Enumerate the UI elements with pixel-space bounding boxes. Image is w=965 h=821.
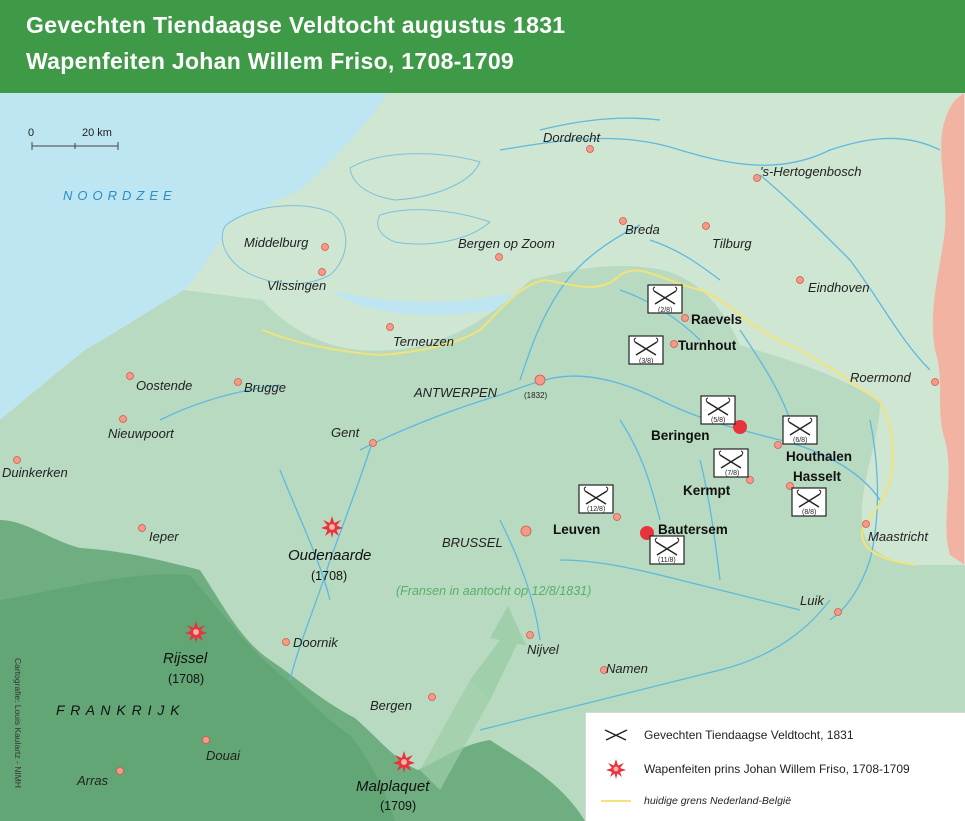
city-roermond: Roermond	[850, 370, 911, 385]
battle-kermpt: (7/8) Kermpt	[683, 448, 749, 498]
scale-distance: 20 km	[82, 127, 112, 139]
battle-turnhout: (3/8) Turnhout	[628, 335, 737, 365]
legend-row-friso: Wapenfeiten prins Johan Willem Friso, 17…	[600, 757, 910, 781]
advance-label: (Fransen in aantocht op 12/8/1831)	[396, 584, 591, 598]
battle-beringen: (5/8) Beringen	[651, 395, 736, 443]
city-dots	[13, 145, 939, 775]
battle-hasselt: (8/8) Hasselt	[791, 469, 842, 517]
sea-noordzee	[0, 93, 388, 420]
city-namen: Namen	[606, 661, 648, 676]
city-nijvel: Nijvel	[527, 642, 560, 657]
friso-malplaquet: Malplaquet (1709)	[356, 751, 430, 813]
battle-bautersem-date: (11/8)	[658, 557, 676, 564]
legend-row-border: huidige grens Nederland-België	[600, 789, 791, 813]
city-brugge: Brugge	[244, 380, 286, 395]
city-doornik: Doornik	[293, 635, 339, 650]
city-breda: Breda	[625, 222, 660, 237]
city-gent: Gent	[331, 425, 361, 440]
city-luik: Luik	[800, 593, 825, 608]
schouwen-island	[349, 153, 481, 201]
battle-leuven-name: Leuven	[553, 522, 600, 537]
battle-leuven: (12/8) Leuven	[553, 484, 614, 537]
city-duinkerken: Duinkerken	[2, 465, 68, 480]
battle-turnhout-name: Turnhout	[678, 338, 737, 353]
city-vlissingen: Vlissingen	[267, 278, 326, 293]
battle-raevels-name: Raevels	[691, 312, 742, 327]
legend-friso-text: Wapenfeiten prins Johan Willem Friso, 17…	[644, 762, 910, 776]
scale-bar: 0 20 km	[28, 127, 119, 150]
legend: Gevechten Tiendaagse Veldtocht, 1831 Wap…	[586, 713, 965, 821]
city-oostende: Oostende	[136, 378, 192, 393]
country-label-france: F R A N K R I J K	[56, 702, 181, 718]
battle-bautersem: (11/8) Bautersem	[649, 522, 728, 565]
cartography-credit: Cartografie: Louis Kaulartz - NIMH	[13, 658, 23, 788]
city-dordrecht: Dordrecht	[543, 130, 601, 145]
battle-kermpt-date: (7/8)	[725, 470, 739, 477]
city-terneuzen: Terneuzen	[393, 334, 454, 349]
friso-oudenaarde-name: Oudenaarde	[288, 547, 371, 564]
france-inland	[0, 574, 395, 821]
battle-turnhout-date: (3/8)	[639, 358, 653, 365]
walcheren-island	[221, 205, 347, 285]
advance-arrow	[470, 606, 526, 700]
friso-oudenaarde-year: (1708)	[311, 569, 347, 583]
title-line-2: Wapenfeiten Johan Willem Friso, 1708-170…	[26, 48, 514, 74]
city-bergen-op-zoom: Bergen op Zoom	[458, 236, 555, 251]
city-arras: Arras	[76, 773, 109, 788]
friso-malplaquet-year: (1709)	[380, 799, 416, 813]
red-star-icon	[600, 758, 632, 780]
friso-malplaquet-name: Malplaquet	[356, 778, 430, 795]
city-middelburg: Middelburg	[244, 235, 309, 250]
crossed-swords-icon	[600, 724, 632, 746]
friso-rijssel-year: (1708)	[168, 672, 204, 686]
rivers	[159, 117, 941, 731]
advance-arrow-tail	[420, 680, 490, 790]
legend-battle-text: Gevechten Tiendaagse Veldtocht, 1831	[644, 728, 854, 742]
antwerpen-year: (1832)	[524, 391, 547, 400]
legend-border-text: huidige grens Nederland-België	[644, 795, 792, 807]
map-canvas: 0 20 km NOORDZEE F R A N K R I J K Dordr…	[0, 93, 965, 821]
city-tilburg: Tilburg	[712, 236, 752, 251]
border-nl-be	[261, 269, 916, 566]
city-brussel: BRUSSEL	[442, 535, 503, 550]
battle-raevels-date: (2/8)	[658, 307, 672, 314]
friso-oudenaarde: Oudenaarde (1708)	[288, 516, 371, 583]
battle-raevels: (2/8) Raevels	[647, 284, 742, 327]
battle-houthalen-name: Houthalen	[786, 449, 852, 464]
battle-hasselt-name: Hasselt	[793, 469, 842, 484]
city-eindhoven: Eindhoven	[808, 280, 869, 295]
battle-hasselt-date: (8/8)	[802, 509, 816, 516]
battle-beringen-name: Beringen	[651, 428, 710, 443]
scale-zero: 0	[28, 127, 34, 139]
friso-rijssel-name: Rijssel	[163, 650, 208, 667]
zuid-beveland	[377, 209, 491, 245]
sea-label: NOORDZEE	[63, 188, 177, 203]
city-bergen: Bergen	[370, 698, 412, 713]
legend-row-battle: Gevechten Tiendaagse Veldtocht, 1831	[600, 723, 854, 747]
city-ieper: Ieper	[149, 529, 179, 544]
yellow-line-icon	[600, 790, 632, 812]
friso-rijssel: Rijssel (1708)	[163, 621, 208, 686]
battle-houthalen: (6/8) Houthalen	[782, 415, 852, 464]
land-germany	[932, 93, 965, 565]
westerschelde	[330, 290, 535, 316]
battle-bautersem-name: Bautersem	[658, 522, 728, 537]
city-maastricht: Maastricht	[868, 529, 929, 544]
title-line-1: Gevechten Tiendaagse Veldtocht augustus …	[26, 12, 566, 38]
city-douai: Douai	[206, 748, 241, 763]
battle-beringen-date: (5/8)	[711, 417, 725, 424]
battle-leuven-date: (12/8)	[587, 506, 605, 513]
city-antwerpen: ANTWERPEN	[413, 385, 498, 400]
city-hertogenbosch: 's-Hertogenbosch	[760, 164, 861, 179]
city-nieuwpoort: Nieuwpoort	[108, 426, 175, 441]
battle-kermpt-name: Kermpt	[683, 483, 731, 498]
header-bar: Gevechten Tiendaagse Veldtocht augustus …	[0, 0, 965, 93]
battle-houthalen-date: (6/8)	[793, 437, 807, 444]
